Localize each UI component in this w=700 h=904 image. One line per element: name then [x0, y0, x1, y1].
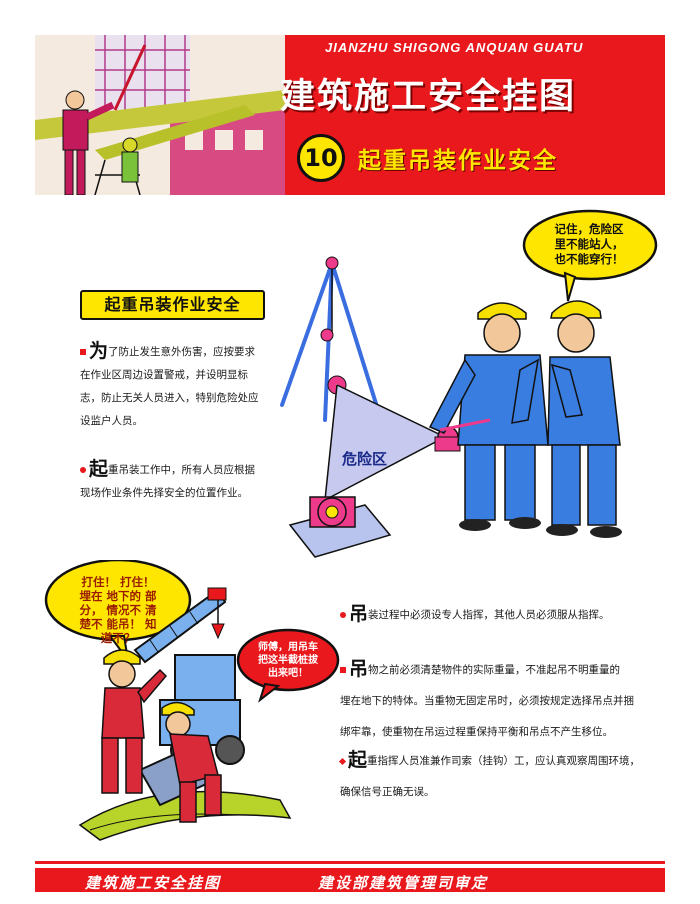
paragraph-lead: 起	[348, 749, 368, 771]
bubble-line: 道不？	[100, 631, 136, 645]
footer-banner	[35, 868, 665, 892]
footer-authority: 建设部建筑管理司审定	[318, 874, 489, 892]
paragraph-signals: 起重指挥人员准兼作司索（挂钩）工，应认真观察周围环境， 确保信号正确无误。	[338, 745, 662, 808]
bubble-line: 记住，危险区	[554, 222, 624, 236]
paragraph-line: 装过程中必须设专人指挥，其他人员必须服从指挥。	[368, 609, 610, 621]
paragraph-lead: 吊	[349, 603, 369, 625]
paragraph-safe-position: 起重吊装工作中，所有人员应根据 现场作业条件先择安全的位置作业。	[80, 458, 310, 505]
page-subtitle: 起重吊装作业安全	[358, 148, 558, 174]
bubble-line: 埋在 地下的 部	[79, 589, 157, 603]
header-banner	[35, 35, 665, 195]
paragraph-line: 重指挥人员准兼作司索（挂钩）工，应认真观察周围环境，	[367, 755, 641, 767]
paragraph-line: 确保信号正确无误。	[340, 786, 435, 798]
speech-bubble-request: 师傅，用吊车 把这半截桩拔 出来吧！	[240, 641, 336, 680]
page-title: 建筑施工安全挂图	[280, 77, 577, 117]
bubble-line: 里不能站人，	[554, 237, 624, 251]
bubble-line: 也不能穿行！	[554, 252, 624, 266]
paragraph-line: 现场作业条件先择安全的位置作业。	[80, 487, 248, 499]
bubble-line: 楚不 能吊！ 知	[79, 617, 157, 631]
header-pinyin: JIANZHU SHIGONG ANQUAN GUATU	[325, 40, 584, 55]
bubble-line: 把这半截桩拔	[258, 655, 318, 666]
danger-zone-illustration	[280, 209, 658, 558]
paragraph-lead: 吊	[349, 658, 369, 680]
paragraph-line: 埋在地下的特体。当重物无固定吊时，必须按规定选择吊点并捆	[340, 695, 634, 707]
bullet-square-icon	[80, 349, 86, 355]
bullet-square-icon	[340, 667, 346, 673]
bullet-dot-icon	[80, 467, 86, 473]
paragraph-line: 了防止发生意外伤害，应按要求	[108, 346, 256, 358]
bubble-line: 分， 情况不 清	[79, 603, 157, 617]
paragraph-line: 绑牢靠，使重物在吊运过程重保持平衡和吊点不产生移位。	[340, 726, 613, 738]
crane-illustration	[44, 560, 340, 841]
paragraph-lead: 为	[89, 340, 109, 362]
paragraph-weight: 吊物之前必须清楚物件的实际重量，不准起吊不明重量的 埋在地下的特体。当重物无固定…	[340, 654, 662, 748]
paragraph-line: 设监户人员。	[80, 415, 143, 427]
bubble-line: 师傅，用吊车	[258, 642, 318, 653]
bullet-dot-icon	[340, 612, 346, 618]
footer-divider	[35, 861, 665, 864]
danger-zone-label: 危险区	[342, 450, 388, 468]
paragraph-line: 志，防止无关人员进入，特别危险处应	[80, 392, 259, 404]
paragraph-line: 物之前必须清楚物件的实际重量，不准起吊不明重量的	[368, 664, 621, 676]
speech-bubble-stop: 打住！ 打住！ 埋在 地下的 部 分， 情况不 清 楚不 能吊！ 知 道不？	[48, 575, 188, 645]
paragraph-commander: 吊装过程中必须设专人指挥，其他人员必须服从指挥。	[340, 603, 660, 627]
paragraph-warning-zone: 为了防止发生意外伤害，应按要求 在作业区周边设置警戒，并设明显标 志，防止无关人…	[80, 340, 310, 433]
bubble-line: 出来吧！	[268, 668, 308, 679]
header-illustration	[35, 35, 285, 195]
footer-series-title: 建筑施工安全挂图	[85, 874, 222, 892]
paragraph-line: 重吊装工作中，所有人员应根据	[108, 464, 256, 476]
sheet-number-badge: 10	[297, 134, 345, 182]
paragraph-line: 在作业区周边设置警戒，并设明显标	[80, 369, 248, 381]
bullet-diamond-icon	[338, 757, 347, 765]
speech-bubble-danger-zone: 记住，危险区 里不能站人， 也不能穿行！	[527, 222, 651, 267]
section-label: 起重吊装作业安全	[80, 290, 265, 320]
paragraph-lead: 起	[89, 458, 109, 480]
bubble-line: 打住！ 打住！	[81, 575, 155, 589]
